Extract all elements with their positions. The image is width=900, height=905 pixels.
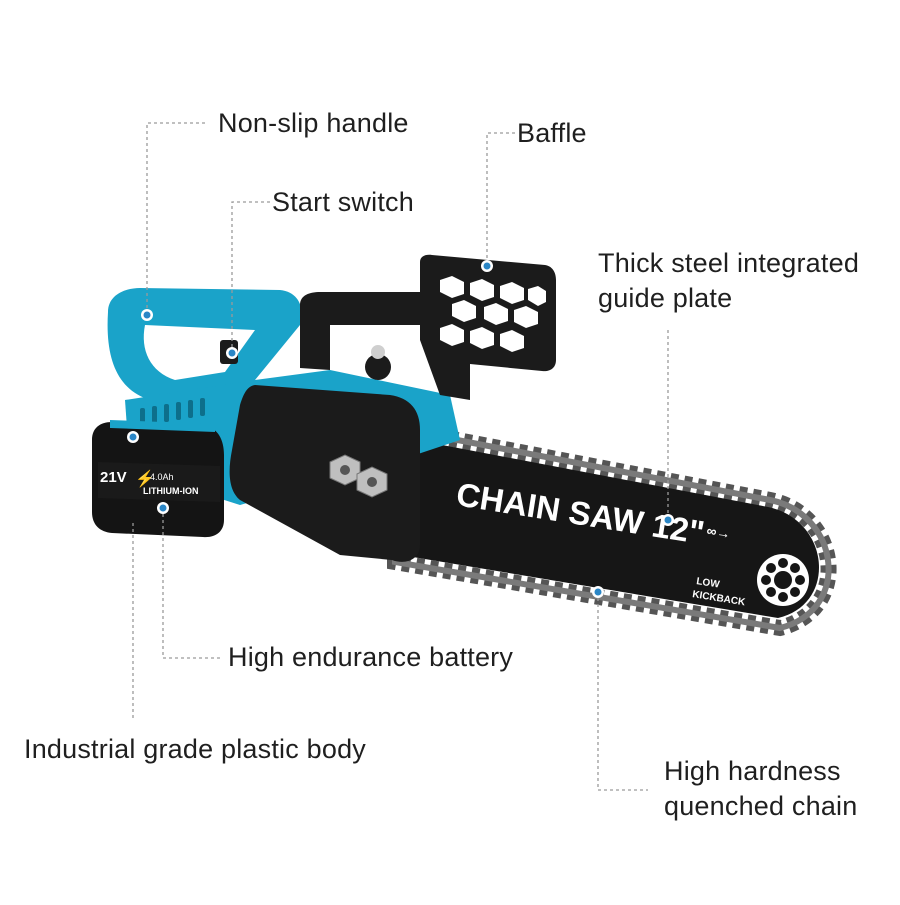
front-handle (300, 292, 420, 370)
callout-text: High endurance battery (228, 642, 514, 672)
callout-text-line-2: guide plate (598, 283, 733, 313)
bar-nuts (329, 454, 388, 498)
marker-guide-plate (662, 514, 674, 526)
guide-plate (395, 436, 819, 618)
callout-plastic-body: Industrial grade plastic body (24, 732, 366, 767)
battery-type: LITHIUM-ION (143, 486, 199, 496)
bar-warning-line-1: LOW (696, 576, 721, 591)
leader-lines (132, 122, 669, 791)
callout-text-line-2: quenched chain (664, 791, 858, 821)
callout-text: Non-slip handle (218, 108, 409, 138)
marker-switch (226, 347, 238, 359)
callout-baffle: Baffle (517, 116, 587, 151)
callout-text: Start switch (272, 187, 414, 217)
callout-text-line-1: High hardness (664, 756, 841, 786)
chain-direction-icon: ∞→ (706, 522, 732, 542)
leader-chain (597, 592, 648, 791)
callout-text: Baffle (517, 118, 587, 148)
callout-non-slip-handle: Non-slip handle (218, 106, 409, 141)
marker-dots (127, 260, 674, 598)
callout-chain: High hardness quenched chain (664, 754, 857, 824)
callout-text: Industrial grade plastic body (24, 734, 366, 764)
marker-body (127, 431, 139, 443)
oil-cap (365, 345, 391, 380)
callout-battery: High endurance battery (228, 640, 513, 675)
battery-pack: 21V ⚡ 4.0Ah LITHIUM-ION (92, 420, 224, 538)
marker-chain (592, 586, 604, 598)
nose-sprocket (757, 554, 809, 606)
leader-battery (162, 508, 222, 659)
battery-capacity: 4.0Ah (150, 472, 174, 482)
baffle (420, 254, 556, 400)
leader-switch (231, 201, 270, 353)
guide-bar: CHAIN SAW 12" LOW KICKBACK ∞→ (387, 418, 837, 637)
marker-handle (141, 309, 153, 321)
callout-guide-plate: Thick steel integrated guide plate (598, 246, 859, 316)
side-cover (229, 385, 420, 562)
marker-baffle (481, 260, 493, 272)
leader-handle (146, 122, 205, 315)
battery-bolt-icon: ⚡ (135, 469, 155, 488)
air-vents (140, 398, 205, 426)
callout-text-line-1: Thick steel integrated (598, 248, 860, 278)
callout-start-switch: Start switch (272, 185, 414, 220)
marker-battery (157, 502, 169, 514)
battery-voltage: 21V (100, 469, 127, 486)
leader-baffle (486, 132, 515, 266)
